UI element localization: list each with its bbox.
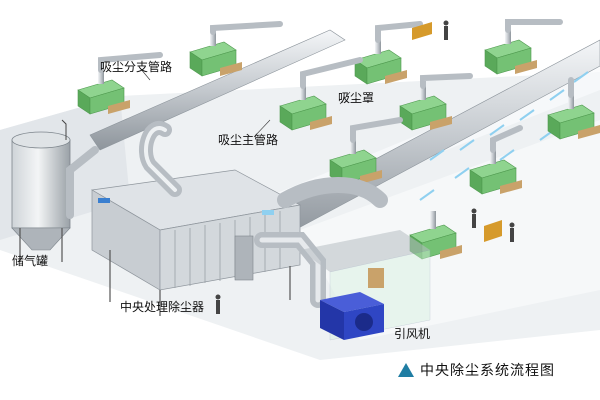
label-branch-pipe: 吸尘分支管路 xyxy=(100,60,173,74)
label-fan: 引风机 xyxy=(394,327,431,341)
workers xyxy=(215,20,515,314)
label-main-pipe: 吸尘主管路 xyxy=(218,133,279,147)
label-gas-tank: 储气罐 xyxy=(12,254,49,268)
gas-tank xyxy=(11,119,71,262)
exhaust-fan xyxy=(320,292,384,340)
leader-lines xyxy=(139,67,351,138)
label-hood: 吸尘罩 xyxy=(338,91,375,105)
airflow-arrows xyxy=(419,71,589,201)
caption-text: 中央除尘系统流程图 xyxy=(420,363,555,379)
label-collector: 中央处理除尘器 xyxy=(120,300,205,314)
triangle-icon xyxy=(398,363,414,377)
dust-collector xyxy=(90,169,302,316)
collector-inlet-pipe xyxy=(66,121,182,219)
branch-pipes xyxy=(98,19,574,153)
figure-caption: 中央除尘系统流程图 xyxy=(398,360,555,380)
